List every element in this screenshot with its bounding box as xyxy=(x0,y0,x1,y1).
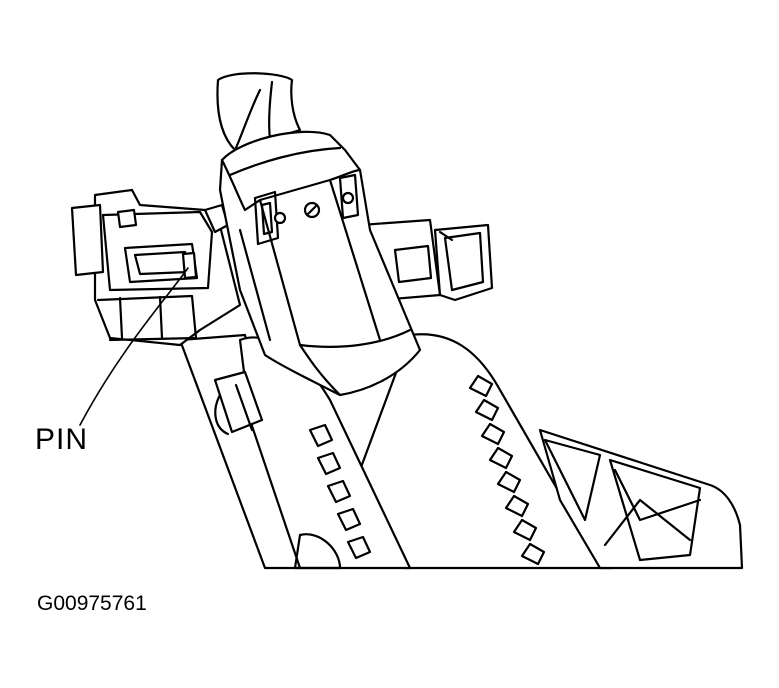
ignition-switch-housing xyxy=(72,190,240,345)
figure-code: G00975761 xyxy=(37,592,147,615)
lower-bracket-arm-right xyxy=(360,334,742,568)
pin-callout-label: PIN xyxy=(35,423,89,456)
lower-bracket-arm-left xyxy=(180,335,410,568)
pin-leader-line xyxy=(80,268,188,425)
steering-column-upper xyxy=(217,73,420,395)
